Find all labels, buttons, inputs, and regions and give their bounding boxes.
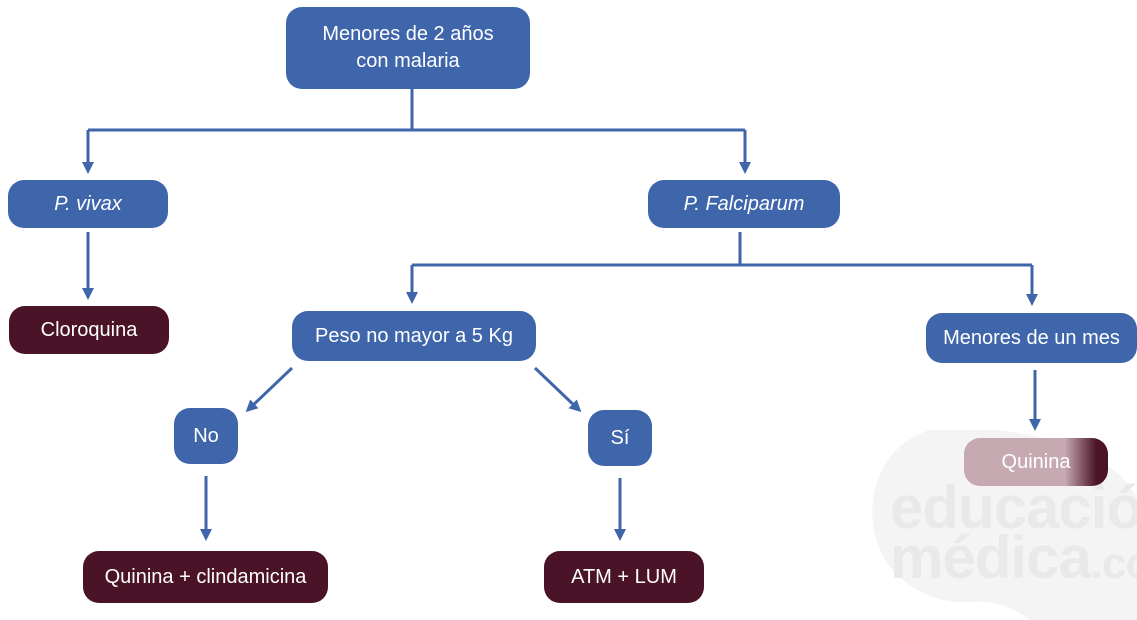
node-root: Menores de 2 años con malaria <box>286 7 530 89</box>
node-no: No <box>174 408 238 464</box>
node-quinina-clindamicina: Quinina + clindamicina <box>83 551 328 603</box>
node-menores-mes: Menores de un mes <box>926 313 1137 363</box>
watermark-line-1: educación <box>890 474 1137 541</box>
node-p-vivax: P. vivax <box>8 180 168 228</box>
node-p-falciparum: P. Falciparum <box>648 180 840 228</box>
watermark-suffix: .co <box>1090 539 1137 588</box>
node-cloroquina: Cloroquina <box>9 306 169 354</box>
node-si: Sí <box>588 410 652 466</box>
node-quinina: Quinina <box>964 438 1108 486</box>
arrow-to-no <box>245 366 294 413</box>
node-atm-lum: ATM + LUM <box>544 551 704 603</box>
node-peso: Peso no mayor a 5 Kg <box>292 311 536 361</box>
arrow-to-si <box>533 366 582 413</box>
watermark-line-2: médica.co <box>890 528 1137 592</box>
